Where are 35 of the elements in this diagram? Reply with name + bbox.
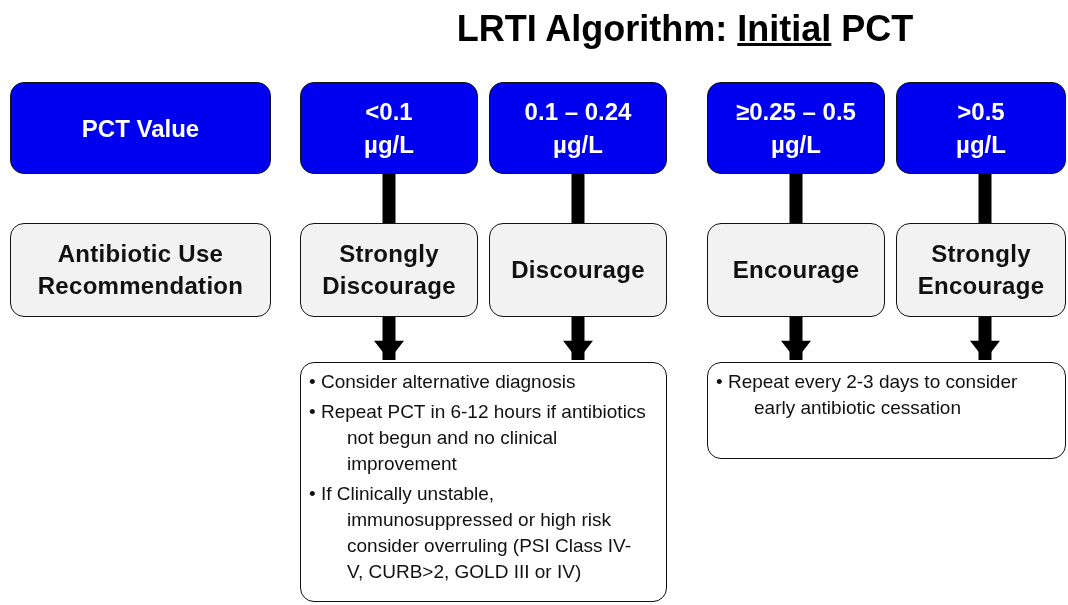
- connector-bar: [978, 174, 992, 223]
- bullet-item: • If Clinically unstable, immunosuppressed or high risk consider overruling (PSI Class IV-V, CURB>2, GOLD III or IV): [308, 482, 633, 584]
- value-box: [896, 82, 1066, 174]
- bullet-item: • Consider alternative diagnosis: [308, 370, 577, 394]
- recommendation-box: [489, 223, 667, 317]
- recommendation-box: [10, 223, 271, 317]
- value-box: [10, 82, 271, 174]
- recommendation-label: Antibiotic Use Recommendation: [36, 239, 245, 301]
- value-box: [300, 82, 478, 174]
- recommendation-box: [707, 223, 885, 317]
- value-label: 0.1 – 0.24 µg/L: [523, 97, 633, 160]
- value-label: >0.5 µg/L: [955, 97, 1007, 160]
- bullet-item: • Repeat PCT in 6-12 hours if antibiotics not begun and no clinical improvement: [308, 400, 646, 476]
- recommendation-box: [896, 223, 1066, 317]
- value-label: ≥0.25 – 0.5 µg/L: [735, 97, 857, 160]
- recommendation-label: Discourage: [510, 255, 646, 285]
- recommendation-label: Encourage: [731, 255, 861, 285]
- recommendation-box: [300, 223, 478, 317]
- arrow: [781, 317, 811, 360]
- connector-bar: [789, 174, 803, 223]
- recommendation-label: Strongly Encourage: [916, 239, 1046, 301]
- note-box: [300, 362, 667, 602]
- title: LRTI Algorithm: Initial PCT: [455, 8, 915, 50]
- value-label: <0.1 µg/L: [363, 97, 415, 160]
- value-label: PCT Value: [80, 113, 201, 144]
- recommendation-label: Strongly Discourage: [321, 239, 457, 301]
- arrow: [970, 317, 1000, 360]
- bullet-item: • Repeat every 2-3 days to consider early antibiotic cessation: [715, 370, 1018, 420]
- arrow: [374, 317, 404, 360]
- note-box: [707, 362, 1066, 459]
- connector-bar: [382, 174, 396, 223]
- arrow: [563, 317, 593, 360]
- value-box: [489, 82, 667, 174]
- value-box: [707, 82, 885, 174]
- connector-bar: [571, 174, 585, 223]
